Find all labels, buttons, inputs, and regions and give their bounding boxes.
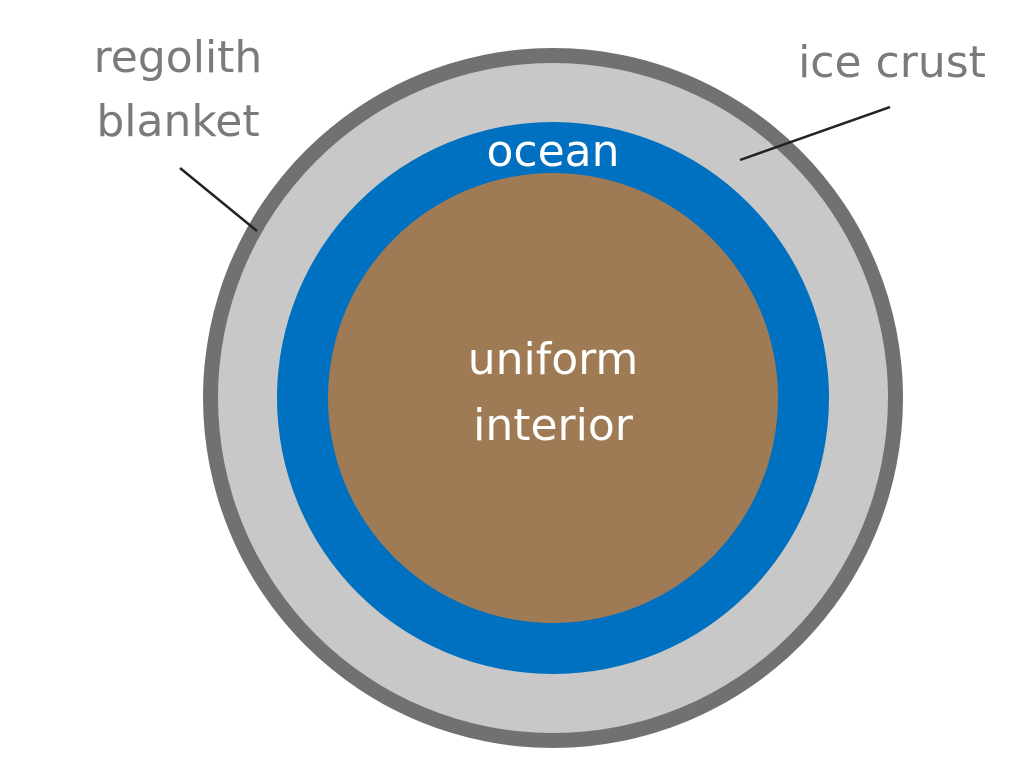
regolith-label-line1: regolith (94, 32, 263, 83)
ocean-label: ocean (486, 126, 619, 177)
ice-crust-label: ice crust (798, 37, 986, 88)
regolith-label-line2: blanket (96, 96, 259, 147)
interior-label-line2: interior (473, 400, 634, 451)
uniform-interior-core (328, 173, 778, 623)
ice-crust-leader-line (739, 105, 891, 162)
interior-label-line1: uniform (468, 334, 639, 385)
regolith-leader-line (179, 167, 258, 232)
